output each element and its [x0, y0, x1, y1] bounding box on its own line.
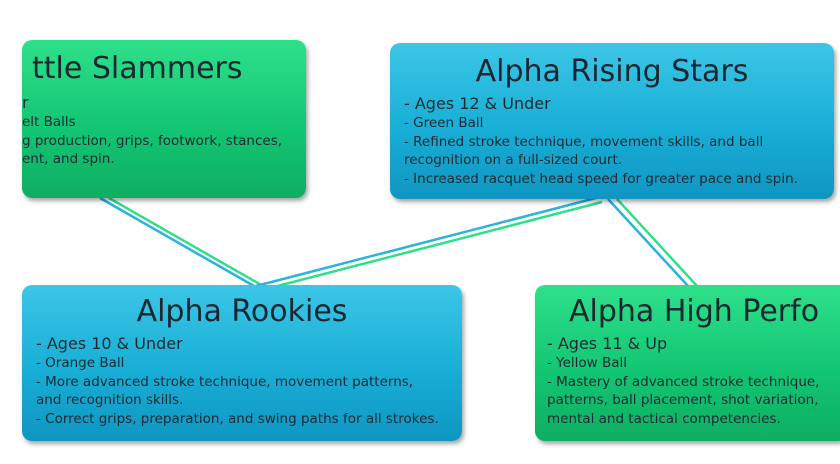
list-item: - Ages 11 & Up [547, 334, 668, 353]
node-title: Alpha Rookies [136, 294, 348, 329]
list-item: r [22, 93, 29, 112]
node-details: - Ages 10 & Under - Orange Ball - More a… [22, 333, 462, 428]
list-item: - Increased racquet head speed for great… [404, 170, 798, 187]
connector-rising-stars-high-performance [607, 198, 698, 287]
list-item: - Mastery of advanced stroke technique, [547, 373, 820, 390]
node-details: r elt Balls g production, grips, footwor… [22, 92, 306, 169]
list-item: elt Balls [22, 114, 76, 130]
node-details: - Ages 12 & Under - Green Ball - Refined… [390, 93, 834, 188]
list-item: mental and tactical competencies. [547, 410, 781, 427]
list-item: - Ages 12 & Under [404, 94, 551, 113]
connector-rookies-rising-stars [255, 196, 603, 292]
list-item: - Yellow Ball [547, 355, 628, 371]
list-item: g production, grips, footwork, stances, [22, 132, 283, 149]
list-item: ent, and spin. [22, 151, 115, 167]
node-title: ttle Slammers [32, 51, 243, 86]
node-battle-slammers: ttle Slammers r elt Balls g production, … [22, 40, 306, 198]
list-item: - Green Ball [404, 115, 484, 131]
list-item: - Orange Ball [36, 355, 125, 371]
list-item: recognition on a full-sized court. [404, 152, 623, 168]
node-details: - Ages 11 & Up - Yellow Ball - Mastery o… [535, 333, 840, 428]
list-item: - Correct grips, preparation, and swing … [36, 410, 439, 427]
list-item: - More advanced stroke technique, moveme… [36, 373, 414, 390]
node-title: Alpha Rising Stars [475, 54, 749, 89]
list-item: - Ages 10 & Under [36, 334, 183, 353]
list-item: patterns, ball placement, shot variation… [547, 392, 819, 408]
list-item: - Refined stroke technique, movement ski… [404, 133, 764, 150]
connector-slammers-rookies [99, 196, 264, 288]
node-rookies: Alpha Rookies - Ages 10 & Under - Orange… [22, 285, 462, 441]
node-high-performance: Alpha High Perfo - Ages 11 & Up - Yellow… [535, 285, 840, 441]
node-rising-stars: Alpha Rising Stars - Ages 12 & Under - G… [390, 43, 834, 199]
list-item: and recognition skills. [36, 392, 184, 408]
node-title: Alpha High Perfo [569, 294, 820, 329]
